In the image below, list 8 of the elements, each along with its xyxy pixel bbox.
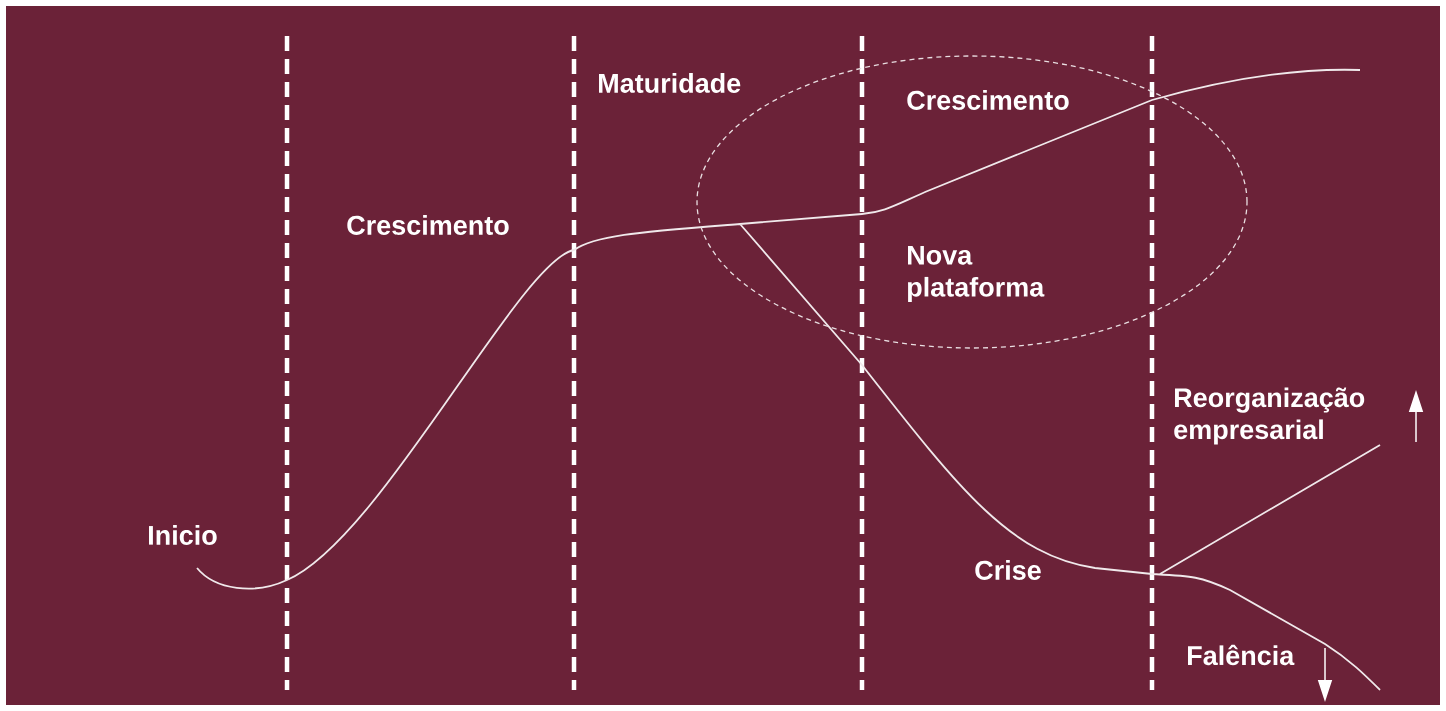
stage-label: Crescimento [907,90,1069,110]
stage-label: Inicio [149,525,217,545]
stage-label: Crescimento [347,215,509,235]
stage-label: Crise [975,560,1041,580]
stage-label: Falência [1188,644,1295,666]
stage-label: Nova plataforma [908,245,1045,303]
stage-label: Reorganização empresarial [1174,387,1365,445]
stage-label: Maturidade [599,73,741,93]
